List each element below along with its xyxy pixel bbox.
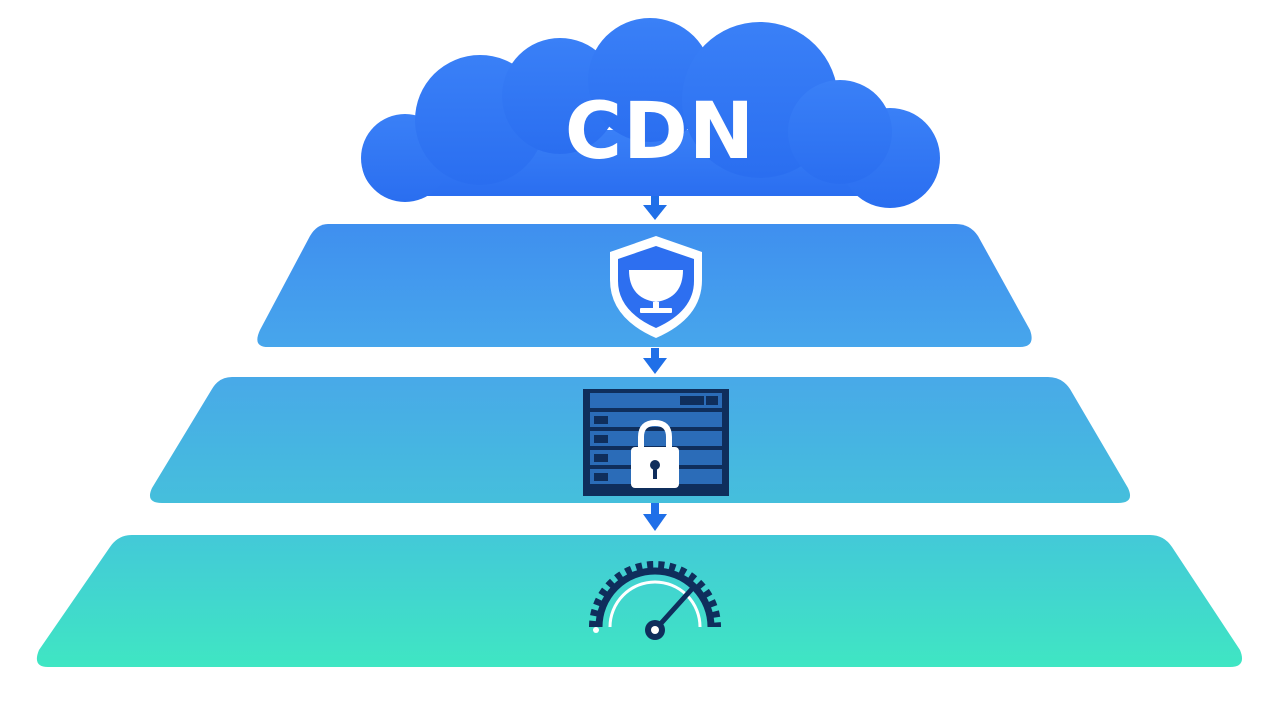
shield-icon [610, 236, 702, 338]
cdn-title: CDN [564, 87, 756, 177]
arrow-down-icon [643, 348, 667, 374]
cdn-cloud [361, 18, 940, 208]
padlock-icon [631, 419, 679, 488]
flow-arrows [643, 196, 667, 531]
arrow-down-icon [643, 503, 667, 531]
arrow-down-icon [643, 196, 667, 220]
speedometer-gauge-icon [589, 561, 721, 640]
layer-performance-band [36, 535, 1243, 667]
locked-server-icon [583, 389, 729, 496]
